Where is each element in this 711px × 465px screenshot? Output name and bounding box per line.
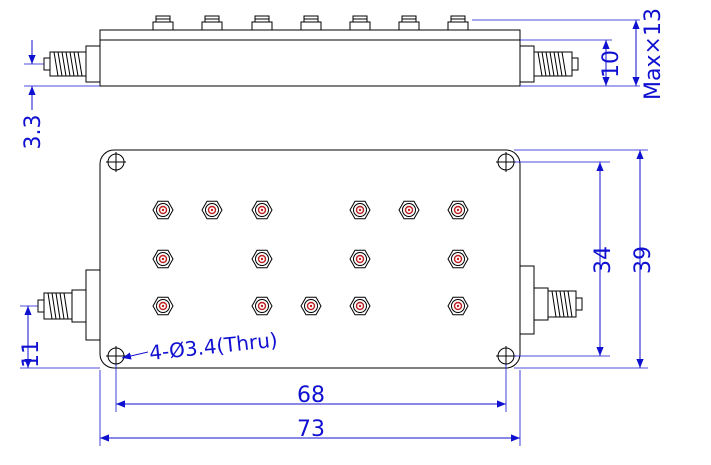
side-body	[99, 29, 521, 87]
dim-label-68: 68	[297, 383, 325, 408]
side-tuning-screws	[152, 15, 469, 31]
tuning-stud	[152, 249, 174, 269]
tuning-screw	[201, 15, 223, 31]
mounting-hole	[496, 346, 516, 366]
hole-note: 4-Ø3.4(Thru)	[148, 328, 279, 365]
left-sma-connector-side	[43, 45, 101, 83]
dim-label-11: 11	[19, 340, 44, 368]
dim-label-34: 34	[591, 246, 616, 274]
tuning-stud	[251, 296, 273, 316]
tuning-stud	[251, 249, 273, 269]
right-sma-connector-side	[519, 45, 579, 83]
tuning-stud	[251, 200, 273, 220]
dim-label-73: 73	[297, 417, 325, 442]
dim-label-39: 39	[631, 246, 656, 274]
right-sma-connector-top	[519, 265, 583, 335]
dim-label-3-3: 3.3	[21, 115, 46, 150]
tuning-screw	[152, 15, 174, 31]
tuning-screw	[300, 15, 322, 31]
tuning-stud	[349, 249, 371, 269]
tuning-stud	[447, 296, 469, 316]
tuning-stud	[300, 296, 322, 316]
mounting-hole	[106, 152, 126, 172]
tuning-stud	[152, 200, 174, 220]
top-view: 4-Ø3.4(Thru) 34 39 11 68 73	[19, 149, 656, 446]
tuning-stud	[349, 200, 371, 220]
mounting-hole	[106, 346, 126, 366]
tuning-stud	[398, 200, 420, 220]
tuning-studs	[152, 200, 469, 316]
tuning-screw	[349, 15, 371, 31]
tuning-stud	[447, 249, 469, 269]
top-body	[99, 149, 521, 369]
tuning-stud	[201, 200, 223, 220]
tuning-stud	[152, 296, 174, 316]
tuning-screw	[398, 15, 420, 31]
side-view: 10 Max×13 3.3	[21, 8, 666, 149]
tuning-stud	[447, 200, 469, 220]
tuning-stud	[349, 296, 371, 316]
tuning-screw	[251, 15, 273, 31]
dim-label-10: 10	[599, 50, 624, 78]
dim-label-max13: Max×13	[641, 8, 666, 100]
left-sma-connector-top	[37, 269, 101, 341]
mounting-hole	[496, 152, 516, 172]
tuning-screw	[447, 15, 469, 31]
